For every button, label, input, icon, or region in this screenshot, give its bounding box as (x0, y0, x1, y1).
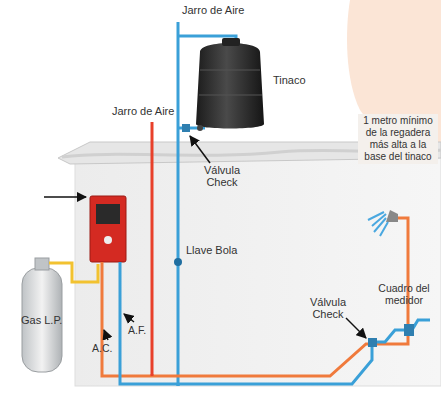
pipe-label: A.F. (128, 324, 146, 336)
height-note: 1 metro mínimo de la regadera más alta a… (358, 114, 438, 164)
valve-label: Válvula Check (196, 164, 248, 188)
meter-label: Cuadro del medidor (372, 282, 436, 306)
water-tank: Tinaco (195, 36, 315, 132)
node-label: Gas L.P. (21, 314, 62, 326)
node-label: Tinaco (273, 74, 306, 86)
valve-label: Llave Bola (186, 244, 237, 256)
pipe-label: A.C. (92, 342, 112, 354)
gas-tank: Gas L.P. (22, 268, 62, 372)
valve-label: Válvula Check (302, 296, 354, 320)
air-vent-label: Jarro de Aire (182, 4, 244, 16)
air-vent-label: Jarro de Aire (112, 105, 174, 117)
